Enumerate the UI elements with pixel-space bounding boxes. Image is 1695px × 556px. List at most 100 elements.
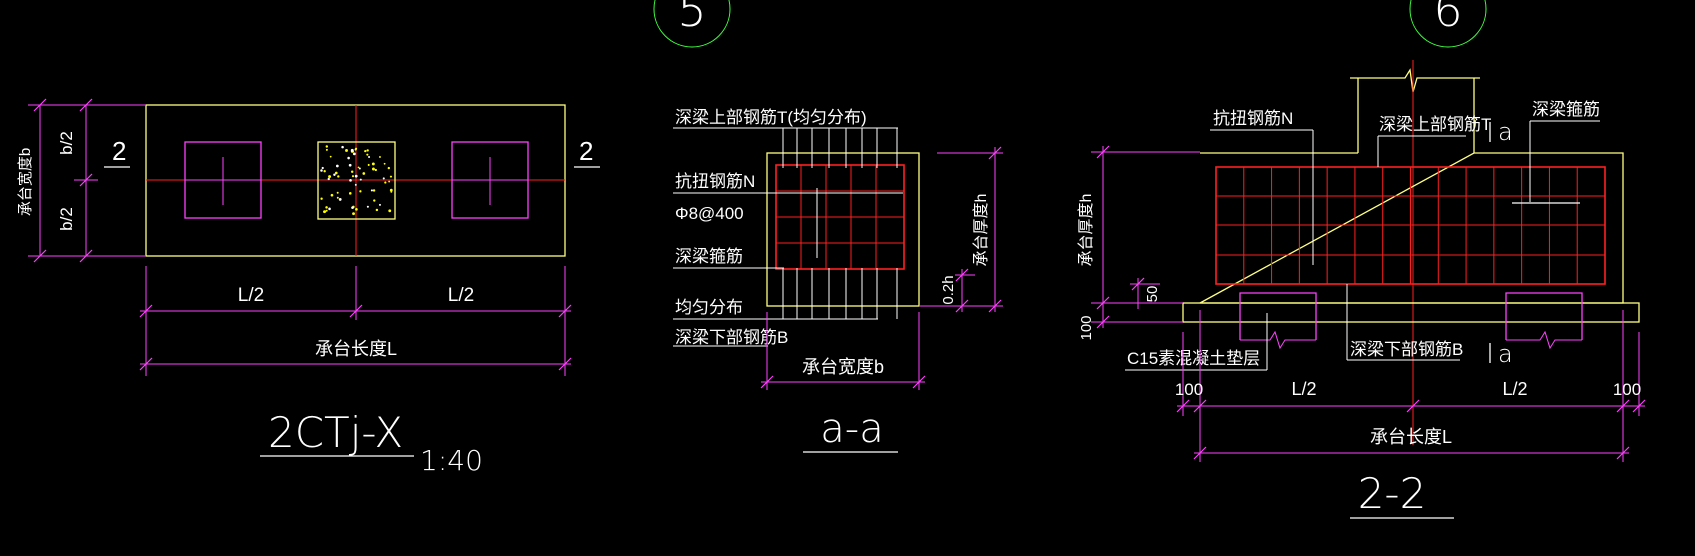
pile-break-left: [1240, 330, 1316, 350]
pad-label: C15素混凝土垫层: [1127, 349, 1260, 368]
concrete-dot: [389, 188, 393, 192]
concrete-dot: [323, 210, 327, 214]
concrete-dot: [341, 145, 344, 149]
concrete-dot: [348, 192, 352, 195]
tick: [912, 375, 926, 389]
column-break: [1350, 68, 1480, 153]
aa-rebar-grid: [776, 165, 904, 269]
concrete-dot: [347, 156, 350, 160]
pad-layer: [1182, 302, 1640, 323]
concrete-dot: [330, 193, 334, 197]
tick: [760, 375, 774, 389]
concrete-dot: [388, 209, 392, 213]
dim-half-L-left-22: L/2: [1291, 379, 1316, 399]
top-bar-label-22: 深梁上部钢筋T: [1379, 115, 1491, 134]
tick: [1096, 145, 1110, 159]
concrete-dot: [362, 172, 366, 175]
concrete-dot: [367, 163, 370, 166]
tick: [1406, 399, 1420, 413]
concrete-dot: [373, 199, 376, 202]
cut-a-top: a: [1498, 118, 1513, 146]
concrete-dot: [323, 170, 326, 173]
concrete-hatch: [320, 145, 393, 216]
concrete-dot: [335, 164, 339, 168]
tick: [1616, 399, 1630, 413]
concrete-dot: [333, 173, 336, 176]
concrete-dot: [327, 177, 330, 181]
plan-title: 2CTj-X: [268, 408, 403, 457]
aa-02h-label: 0.2h: [940, 275, 957, 304]
tick: [139, 304, 153, 318]
dim-half-b-top: b/2: [57, 131, 76, 155]
dim-100-right: 100: [1613, 380, 1641, 399]
concrete-dot: [348, 163, 352, 167]
concrete-dot: [379, 156, 381, 158]
torsion-label-22: 抗扭钢筋N: [1213, 109, 1293, 128]
plan-scale: 1:40: [420, 444, 483, 477]
section-aa: 深梁上部钢筋T(均匀分布) 抗扭钢筋N Φ8@400 深梁箍筋 均匀分布 深梁下…: [673, 108, 1003, 453]
concrete-dot: [388, 180, 391, 183]
dim-L-label-22: 承台长度L: [1370, 427, 1452, 447]
concrete-dot: [374, 168, 377, 172]
axis-5-label: 5: [677, 0, 706, 37]
dim-half-L-right-22: L/2: [1502, 379, 1527, 399]
concrete-dot: [375, 208, 379, 212]
concrete-dot: [350, 148, 354, 152]
dim-100-vert-label: 100: [1078, 315, 1095, 340]
pile-break-right: [1506, 330, 1582, 350]
aa-uniform-label: 均匀分布: [675, 298, 743, 317]
dim-half-L-left: L/2: [238, 285, 264, 306]
concrete-dot: [325, 206, 328, 209]
aa-width-label: 承台宽度b: [802, 357, 884, 377]
concrete-dot: [329, 155, 332, 158]
concrete-dot: [370, 189, 373, 192]
concrete-dot: [325, 209, 328, 212]
tick: [1616, 446, 1630, 460]
concrete-dot: [328, 175, 332, 179]
aa-torsion-label: 抗扭钢筋N: [675, 172, 755, 191]
concrete-dot: [328, 207, 331, 211]
section-22-rebar-grid: [1216, 167, 1605, 284]
concrete-dot: [366, 205, 369, 208]
bottom-bar-label-22: 深梁下部钢筋B: [1350, 340, 1463, 359]
concrete-dot: [384, 181, 387, 184]
concrete-dot: [359, 178, 362, 181]
axis-6-label: 6: [1433, 0, 1462, 37]
tick: [79, 249, 93, 263]
concrete-dot: [371, 162, 375, 166]
concrete-dot: [325, 148, 328, 151]
center-column: [317, 141, 396, 220]
aa-torsion-spec: Φ8@400: [675, 204, 744, 223]
axis-circle-5: [653, 0, 731, 48]
concrete-dot: [320, 169, 323, 172]
dim-100-left: 100: [1175, 380, 1203, 399]
concrete-dot: [368, 155, 371, 158]
aa-longitudinal-bars: [782, 128, 898, 319]
section-mark-left: 2: [112, 136, 126, 166]
dim-b-label: 承台宽度b: [17, 148, 34, 216]
concrete-dot: [338, 198, 342, 201]
concrete-dot: [355, 208, 358, 211]
concrete-dot: [354, 183, 357, 186]
section-22: 5 6 抗扭钢筋N 深梁上部钢筋T a 深梁箍筋 C15素混凝土垫层: [653, 0, 1646, 519]
dim-L-label: 承台长度L: [315, 339, 397, 359]
concrete-dot: [366, 153, 369, 156]
tick: [79, 173, 93, 187]
cut-a-bottom: a: [1498, 340, 1513, 368]
concrete-dot: [389, 175, 393, 178]
concrete-dot: [349, 179, 352, 182]
dim-half-b-bottom: b/2: [57, 207, 76, 231]
concrete-dot: [378, 203, 381, 206]
section-22-title: 2-2: [1358, 469, 1427, 518]
concrete-dot: [354, 174, 358, 178]
height-label-22: 承台厚度h: [1077, 194, 1095, 267]
aa-top-bar-label: 深梁上部钢筋T(均匀分布): [675, 108, 867, 127]
aa-stirrup-label: 深梁箍筋: [675, 247, 743, 266]
tick: [349, 304, 363, 318]
dim-50-label: 50: [1144, 286, 1161, 303]
concrete-dot: [351, 175, 355, 178]
stirrup-label-22: 深梁箍筋: [1532, 100, 1600, 119]
concrete-dot: [336, 191, 339, 194]
concrete-dot: [334, 171, 338, 175]
